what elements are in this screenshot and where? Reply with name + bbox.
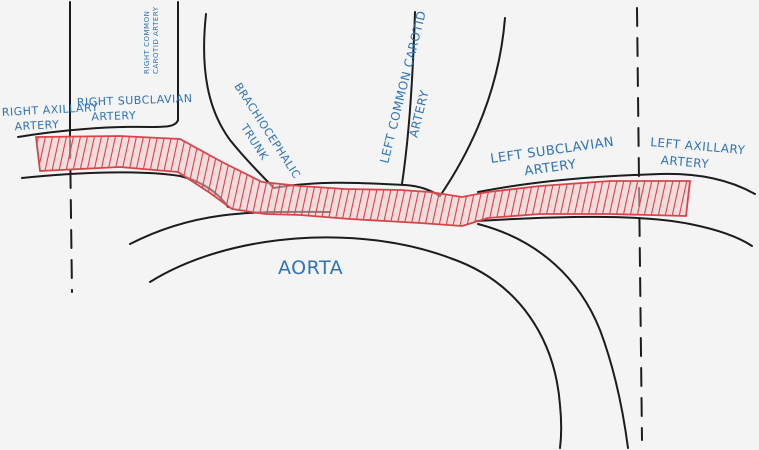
left-common-carotid-left-wall bbox=[401, 11, 416, 185]
dashed-line-left bbox=[69, 139, 73, 293]
left-subclavian-lower-outline bbox=[475, 215, 753, 247]
label-right-axillary-artery: RIGHT AXILLARY ARTERY bbox=[1, 101, 103, 134]
aortic-arch-upper-outline bbox=[273, 181, 441, 197]
label-aorta: AORTA bbox=[278, 257, 343, 279]
dashed-line-right bbox=[636, 7, 643, 441]
label-left-subclavian-artery: LEFT SUBCLAVIAN ARTERY bbox=[489, 134, 622, 184]
label-right-subclavian-artery: RIGHT SUBCLAVIAN ARTERY bbox=[77, 92, 198, 124]
hatch-stroke bbox=[310, 136, 336, 226]
left-common-carotid-right-wall bbox=[439, 17, 506, 197]
label-right-common-carotid-artery: RIGHT COMMON CAROTID ARTERY bbox=[143, 6, 160, 74]
aorta-outer-curve bbox=[149, 236, 563, 449]
vessel-outlines bbox=[17, 1, 756, 449]
hatch-stroke bbox=[303, 136, 329, 226]
descending-aorta-wall bbox=[477, 223, 629, 449]
right-subclavian-upper-outline bbox=[17, 119, 179, 138]
hatch-stroke bbox=[36, 136, 49, 226]
label-left-axillary-artery: LEFT AXILLARY ARTERY bbox=[648, 135, 750, 175]
brachiocephalic-left-wall bbox=[203, 13, 275, 189]
left-subclavian-upper-outline bbox=[477, 172, 756, 195]
hatch-stroke bbox=[738, 125, 759, 235]
label-left-common-carotid-artery: LEFT COMMON CAROTID ARTERY bbox=[377, 5, 451, 170]
hatch-stroke bbox=[10, 125, 34, 235]
highlight-band-outline bbox=[35, 135, 691, 227]
dashed-reference-lines bbox=[69, 7, 643, 441]
highlight-band-fill bbox=[36, 136, 690, 226]
